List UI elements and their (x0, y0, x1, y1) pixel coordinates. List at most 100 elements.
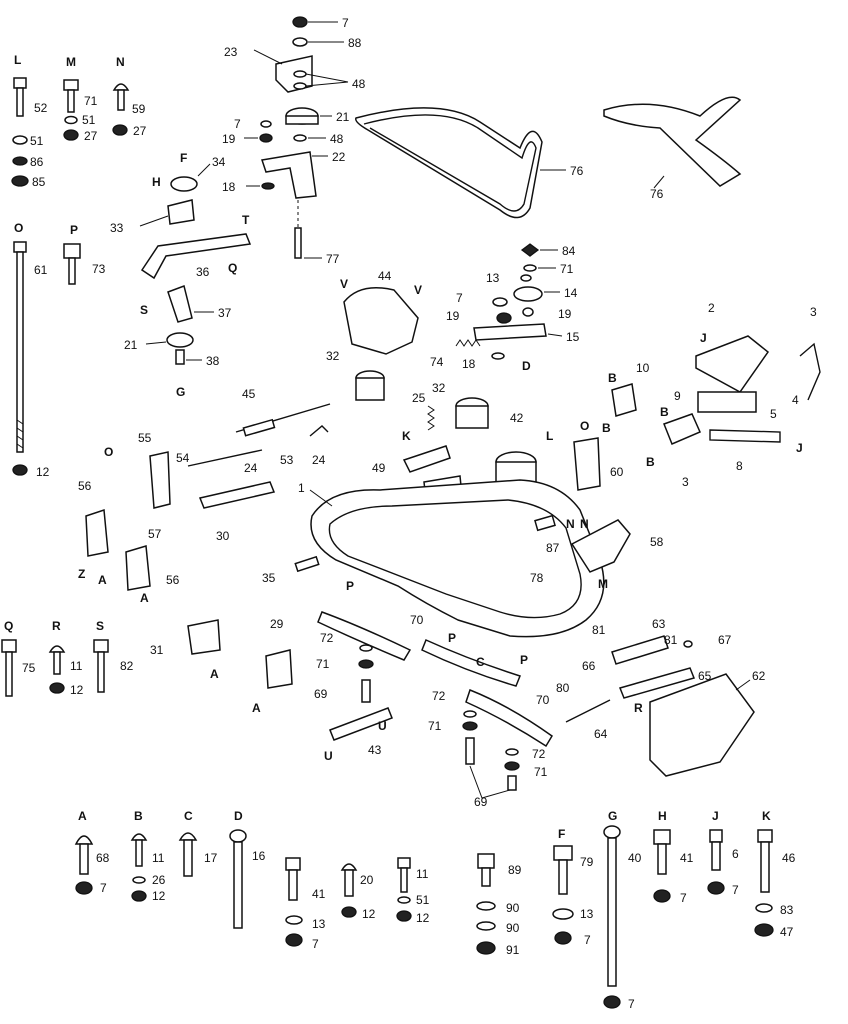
callout-34: 34 (212, 155, 226, 169)
bracket-60 (573, 437, 601, 491)
letter-label: M (66, 55, 76, 69)
right-brackets: 10 B B 2 J 3 4 9 B B 5 3 8 J 60 L O (546, 301, 821, 491)
hardware-group-K: K 46 83 47 (754, 809, 796, 939)
callout-58: 58 (650, 535, 664, 549)
part-number: 7 (732, 883, 739, 897)
part-number: 46 (782, 851, 796, 865)
callout-14: 14 (564, 286, 578, 300)
leader-line (253, 49, 283, 65)
pin-67 (683, 640, 693, 648)
arm-36 (140, 233, 252, 280)
letter-O: L (546, 429, 553, 443)
part-number: 79 (580, 855, 594, 869)
label-87 (534, 514, 556, 532)
callout-31: 31 (150, 643, 164, 657)
rod-3 (799, 342, 821, 401)
part-number: 71 (84, 94, 98, 108)
hardware-group-L: L 52 51 86 85 (11, 53, 48, 189)
leader-line (305, 73, 349, 87)
callout-74: 74 (430, 355, 444, 369)
letter-label: L (14, 53, 21, 67)
letter-label: H (658, 809, 667, 823)
bracket-33 (167, 199, 195, 225)
callout-65: 65 (698, 669, 712, 683)
idler-arm-left: F 34 H 33 36 T Q S 37 21 38 G (110, 151, 252, 399)
part-number: 51 (416, 893, 430, 907)
callout-67: 67 (718, 633, 732, 647)
letter-N: N (566, 517, 575, 531)
part-number: 12 (36, 465, 50, 479)
letter-N: N (580, 517, 589, 531)
left-linkages: 45 55 O 54 53 24 24 30 56 Z A 57 56 A (78, 387, 331, 605)
bolt-69 (507, 775, 517, 791)
bolt-head (13, 77, 27, 89)
idler-arm-22 (261, 151, 317, 199)
bolt-shank (400, 867, 408, 893)
callout-70: 70 (410, 613, 424, 627)
bolt-head (653, 829, 671, 845)
blade-70c (465, 689, 553, 748)
part-number: 83 (780, 903, 794, 917)
callout-63: 63 (652, 617, 666, 631)
letter-Z: O (104, 445, 113, 459)
letter-A: A (140, 591, 149, 605)
part-number: 41 (312, 887, 326, 901)
hardware-group-N: N 59 27 (112, 55, 147, 138)
pulley-14 (513, 286, 543, 302)
bracket-56 (85, 508, 109, 557)
carriage-bolt-head (340, 863, 358, 871)
callout-13: 13 (486, 271, 500, 285)
letter-A: A (98, 573, 107, 587)
letter-label: F (558, 827, 565, 841)
bolt-head (285, 857, 301, 871)
link-30 (198, 481, 276, 509)
part-number: 68 (96, 851, 110, 865)
spacer-icon (492, 297, 508, 307)
letter-label: C (184, 809, 193, 823)
lock-washer-icon (12, 156, 28, 166)
part-number: 13 (312, 917, 326, 931)
callout-77: 77 (326, 252, 340, 266)
lower-right-assembly: 63 81 81 67 65 66 R 62 64 (565, 617, 766, 777)
lower-left-brackets: 31 A 29 A 43 U U (150, 617, 393, 763)
bolt-shank (97, 651, 105, 693)
letter-G: G (176, 385, 185, 399)
callout-53: 53 (280, 453, 294, 467)
callout-24: 24 (244, 461, 258, 475)
part-number: 85 (32, 175, 46, 189)
letter-label: J (712, 809, 719, 823)
hardware-group-M: M 71 51 27 (63, 55, 98, 143)
letter-A: A (252, 701, 261, 715)
plate-5 (697, 391, 757, 413)
bolt-head (757, 829, 773, 843)
washer-icon (285, 915, 303, 925)
leader-line (145, 341, 167, 345)
letter-K: K (402, 429, 411, 443)
bolt-head (93, 639, 109, 653)
part-number: 13 (580, 907, 594, 921)
letter-P: P (346, 579, 354, 593)
bolt-head (477, 853, 495, 869)
hardware-group-S: S 82 (93, 619, 134, 693)
nut-icon (292, 16, 308, 28)
label-35 (294, 555, 320, 573)
washer-icon (476, 921, 496, 931)
callout-48: 48 (352, 77, 366, 91)
bracket-55 (149, 451, 171, 509)
blade-right: 70 P C P (421, 631, 553, 748)
carriage-bolt-head (112, 83, 130, 91)
hardware-group-89: 89 90 90 91 (476, 853, 522, 957)
bracket-31 (187, 619, 221, 655)
part-number: 7 (584, 933, 591, 947)
letter-O: O (580, 419, 589, 433)
leader-line (469, 765, 511, 799)
part-number: 75 (22, 661, 36, 675)
part-number: 7 (100, 881, 107, 895)
hardware-group-H: H 41 7 (653, 809, 694, 905)
deck-body (310, 479, 605, 638)
spring-74 (455, 339, 481, 347)
callout-32: 32 (432, 381, 446, 395)
bolt-shank (117, 89, 125, 111)
letter-B: B (660, 405, 669, 419)
idler-stack-top: 7 88 23 48 21 48 7 19 22 18 77 (222, 16, 366, 266)
